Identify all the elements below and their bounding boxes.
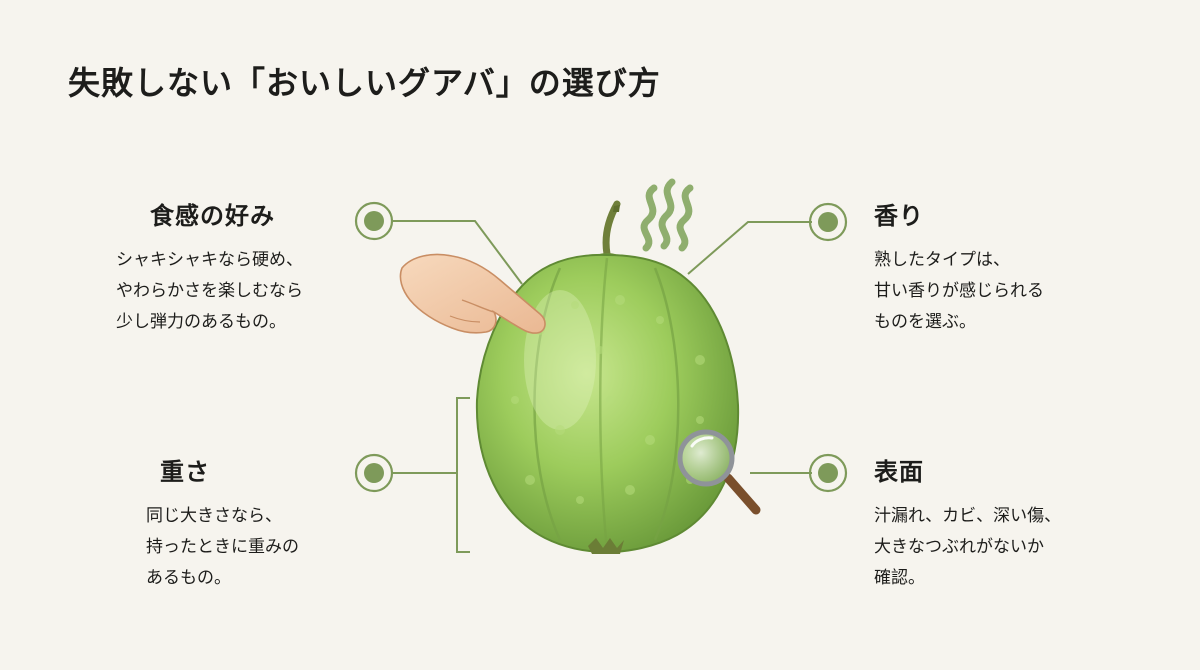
magnifier-icon: [677, 429, 761, 515]
bullet-texture: [354, 201, 394, 241]
bullet-surface: [808, 453, 848, 493]
point-weight-heading: 重さ: [160, 458, 210, 486]
point-aroma-line: 熟したタイプは、: [874, 250, 1010, 270]
point-weight: 重さ 同じ大きさなら、 持ったときに重みの あるもの。: [146, 452, 299, 594]
point-surface-line: 大きなつぶれがないか: [874, 537, 1044, 557]
connector-texture: [393, 220, 523, 285]
connector-aroma: [687, 221, 812, 275]
bullet-aroma: [808, 202, 848, 242]
point-aroma-line: ものを選ぶ。: [874, 312, 976, 332]
aroma-waves-icon: [640, 178, 694, 252]
guava-icon: [475, 200, 740, 554]
bullet-weight: [354, 453, 394, 493]
point-surface-line: 汁漏れ、カビ、深い傷、: [874, 506, 1062, 526]
point-weight-line: 同じ大きさなら、: [146, 506, 282, 526]
finger-pointing-icon: [399, 253, 546, 334]
point-aroma: 香り 熟したタイプは、 甘い香りが感じられる ものを選ぶ。: [874, 196, 1044, 338]
point-texture: 食感の好み シャキシャキなら硬め、 やわらかさを楽しむなら 少し弾力のあるもの。: [116, 196, 303, 338]
connector-lines: [393, 220, 812, 553]
point-texture-heading: 食感の好み: [150, 202, 275, 230]
point-surface-line: 確認。: [874, 568, 925, 588]
page-title: 失敗しない「おいしいグアバ」の選び方: [68, 64, 661, 102]
point-weight-line: あるもの。: [146, 568, 231, 588]
point-texture-line: シャキシャキなら硬め、: [116, 250, 303, 270]
point-surface: 表面 汁漏れ、カビ、深い傷、 大きなつぶれがないか 確認。: [874, 452, 1061, 594]
point-weight-line: 持ったときに重みの: [146, 537, 299, 557]
point-texture-line: 少し弾力のあるもの。: [116, 312, 286, 332]
point-aroma-line: 甘い香りが感じられる: [874, 281, 1044, 301]
point-aroma-heading: 香り: [874, 202, 924, 230]
point-texture-line: やわらかさを楽しむなら: [116, 281, 303, 301]
point-surface-heading: 表面: [874, 458, 924, 486]
connector-weight-bracket: [456, 397, 470, 553]
